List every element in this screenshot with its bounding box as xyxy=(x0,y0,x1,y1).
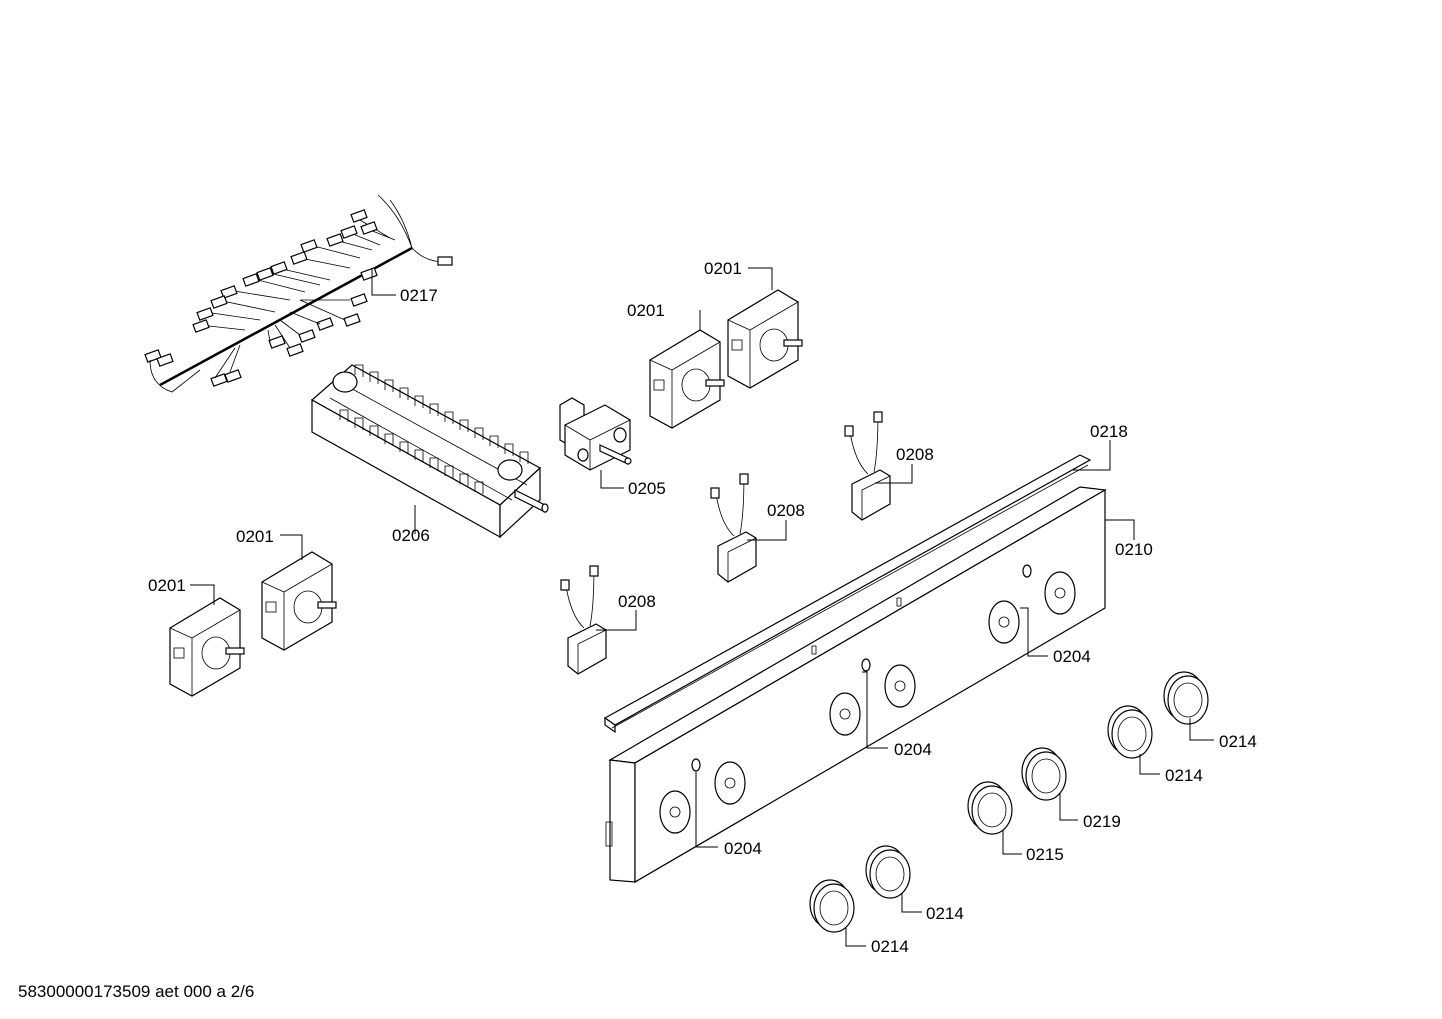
label-0201: 0201 xyxy=(236,527,274,546)
label-0208: 0208 xyxy=(618,592,656,611)
label-0206: 0206 xyxy=(392,526,430,545)
label-0215: 0215 xyxy=(1026,845,1064,864)
label-0201: 0201 xyxy=(627,301,665,320)
ignition-switch-0208-a xyxy=(844,411,891,521)
leader-lines xyxy=(190,267,1214,947)
ignition-switch-0208-b xyxy=(710,473,757,583)
label-0208: 0208 xyxy=(896,445,934,464)
energy-regulator-0201-d xyxy=(169,597,245,697)
label-0210: 0210 xyxy=(1115,540,1153,559)
energy-regulator-0201-b xyxy=(727,289,803,389)
label-0204: 0204 xyxy=(1053,647,1091,666)
energy-regulator-0201-a xyxy=(649,329,725,429)
ignition-switch-0208-c xyxy=(560,565,607,675)
part-labels: 0217 0201 0201 0201 0201 0205 0206 0208 … xyxy=(148,259,1257,956)
wiring-harness-0217 xyxy=(144,194,453,393)
label-0219: 0219 xyxy=(1083,812,1121,831)
knob-0215 xyxy=(967,781,1013,835)
document-footer-id: 58300000173509 aet 000 a 2/6 xyxy=(18,982,255,1001)
knob-0214-c xyxy=(865,845,911,899)
label-0204: 0204 xyxy=(724,839,762,858)
label-0205: 0205 xyxy=(628,479,666,498)
knob-opening xyxy=(659,571,1076,834)
knob-0214-b xyxy=(1107,705,1153,759)
label-0217: 0217 xyxy=(400,286,438,305)
label-0214: 0214 xyxy=(871,937,909,956)
knob-0214-a xyxy=(1163,671,1209,725)
knob-0219 xyxy=(1021,747,1067,801)
label-0214: 0214 xyxy=(1219,732,1257,751)
label-0208: 0208 xyxy=(767,501,805,520)
label-0201: 0201 xyxy=(148,576,186,595)
label-0214: 0214 xyxy=(926,904,964,923)
label-0204: 0204 xyxy=(894,740,932,759)
knob-0214-d xyxy=(809,879,855,933)
trim-strip-0218 xyxy=(603,454,1092,734)
energy-regulator-0201-c xyxy=(261,551,337,651)
selector-switch-0206 xyxy=(310,364,549,539)
label-0201: 0201 xyxy=(704,259,742,278)
label-0214: 0214 xyxy=(1165,766,1203,785)
label-0218: 0218 xyxy=(1090,422,1128,441)
gas-valve-0205 xyxy=(559,397,632,471)
control-panel-0210 xyxy=(605,486,1107,884)
